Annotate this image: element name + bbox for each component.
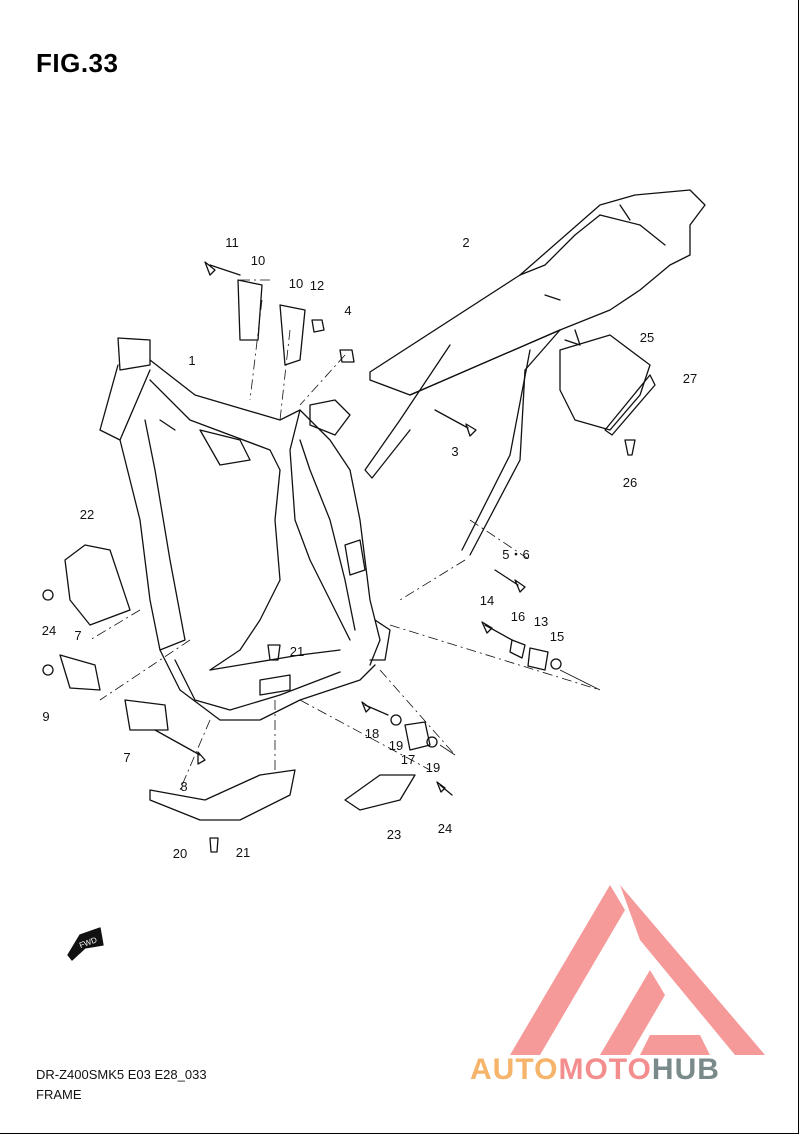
bracket-7b <box>124 699 169 731</box>
nut-12 <box>311 319 325 333</box>
callout-1: 1 <box>188 353 195 368</box>
callout-22: 22 <box>80 507 94 522</box>
callout-23: 23 <box>387 827 401 842</box>
fwd-arrow-icon <box>67 927 104 961</box>
main-frame <box>99 337 391 721</box>
callout-17: 17 <box>401 752 415 767</box>
spacer-17 <box>404 721 431 751</box>
callout-2: 2 <box>462 235 469 250</box>
callout-4: 4 <box>344 303 351 318</box>
skid-plate-20 <box>149 769 296 821</box>
callout-24a: 24 <box>42 623 56 638</box>
callout-26: 26 <box>623 475 637 490</box>
model-code: DR-Z400SMK5 E03 E28_033 <box>36 1067 207 1082</box>
collar-16 <box>509 639 526 659</box>
bracket-7a <box>59 654 101 691</box>
bracket-10b <box>279 304 306 366</box>
ecu-25 <box>559 334 651 431</box>
automotohub-logo-icon <box>510 885 765 1055</box>
callout-10a: 10 <box>251 253 265 268</box>
nut-9 <box>42 664 54 676</box>
callout-18: 18 <box>365 726 379 741</box>
callout-15: 15 <box>550 629 564 644</box>
callout-3: 3 <box>451 444 458 459</box>
guard-23 <box>344 774 416 811</box>
brand-part-moto: MOTO <box>558 1053 652 1086</box>
bolt-24b <box>436 781 453 796</box>
cover-22 <box>64 544 131 626</box>
callout-7b: 7 <box>123 750 130 765</box>
bolt-5-6 <box>494 569 526 593</box>
bracket-10a <box>237 279 263 341</box>
bolt-8 <box>154 729 206 765</box>
section-name: FRAME <box>36 1087 82 1102</box>
callout-12: 12 <box>310 278 324 293</box>
callout-8: 8 <box>180 779 187 794</box>
callout-21b: 21 <box>236 845 250 860</box>
callout-9: 9 <box>42 709 49 724</box>
washer-15 <box>550 658 562 670</box>
washer-19b <box>426 736 438 748</box>
bolt-3 <box>434 409 477 437</box>
brand-part-hub: HUB <box>651 1053 720 1086</box>
callout-10b: 10 <box>289 276 303 291</box>
bushing-13 <box>527 647 549 671</box>
nut-4 <box>339 349 355 363</box>
automotohub-wordmark: AUTOMOTOHUB <box>470 1053 720 1087</box>
callout-27: 27 <box>683 371 697 386</box>
callout-19b: 19 <box>426 760 440 775</box>
bolt-21b <box>209 837 219 853</box>
rear-subframe <box>364 189 706 556</box>
callout-5-6: 5・6 <box>502 547 529 562</box>
callout-16: 16 <box>511 609 525 624</box>
callout-20: 20 <box>173 846 187 861</box>
callout-21a: 21 <box>290 644 304 659</box>
brand-part-auto: AUTO <box>470 1053 559 1086</box>
bolt-26 <box>624 439 636 456</box>
callout-25: 25 <box>640 330 654 345</box>
callout-19a: 19 <box>389 738 403 753</box>
callout-11: 11 <box>225 235 239 250</box>
bolt-21a <box>267 644 281 661</box>
figure-title: FIG.33 <box>36 48 119 78</box>
holder-27 <box>604 374 656 436</box>
callout-14: 14 <box>480 593 494 608</box>
bolt-14 <box>481 621 513 641</box>
bolt-11 <box>204 261 241 276</box>
callout-24b: 24 <box>438 821 452 836</box>
callout-13: 13 <box>534 614 548 629</box>
callout-7a: 7 <box>74 628 81 643</box>
washer-19a <box>390 714 402 726</box>
bolt-24a <box>42 589 54 601</box>
bolt-18 <box>361 701 389 716</box>
